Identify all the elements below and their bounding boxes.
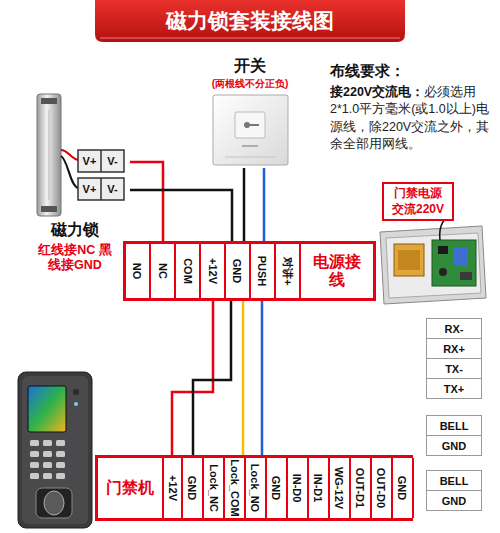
wire — [193, 298, 231, 458]
terminal-cell: OUT-D1 — [351, 458, 372, 518]
node-text: +12V — [207, 258, 219, 284]
node-text: GND — [442, 495, 466, 507]
terminal-cell: GND — [226, 244, 251, 298]
terminal-cell: NC — [151, 244, 176, 298]
node-text: BELL — [440, 475, 469, 487]
node-text: 电源接线 — [307, 244, 367, 298]
wire — [130, 162, 163, 244]
wire — [242, 298, 245, 458]
keypad-key — [56, 451, 65, 457]
node-text: NO — [132, 263, 144, 280]
pin-box: TX- — [426, 358, 482, 379]
pin-box: TX+ — [426, 378, 482, 399]
node-text: PUSH — [257, 256, 269, 287]
terminal-cell: IN-D1 — [309, 458, 330, 518]
keypad-key — [43, 473, 52, 479]
node-text: OUT-D1 — [355, 468, 367, 508]
keypad-key — [56, 462, 65, 468]
terminal-cell: OUT-D0 — [372, 458, 393, 518]
node-text: WG-12V — [334, 467, 346, 509]
terminal-label: V+ — [78, 178, 101, 200]
node-text: IN-D0 — [292, 474, 304, 503]
section-heading: 布线要求： — [330, 62, 405, 81]
terminal-cell: 对讲+ — [276, 244, 301, 298]
title: 磁力锁套装接线图 — [95, 0, 405, 42]
node-text: COM — [182, 258, 194, 284]
exit-switch-figure — [213, 95, 288, 165]
terminal-cell: Lock_NO — [246, 458, 267, 518]
keypad-key — [43, 462, 52, 468]
node-text: RX+ — [443, 343, 465, 355]
node-text: TX- — [445, 363, 463, 375]
terminal-cell: Lock_COM — [225, 458, 246, 518]
terminal-label: V- — [101, 150, 124, 172]
node-text: Lock_NO — [250, 464, 262, 512]
node-text: GND — [232, 259, 244, 283]
keypad-key — [43, 440, 52, 446]
node-text: Lock_NC — [208, 464, 220, 512]
node-text: RX- — [445, 323, 464, 335]
terminal-cell: GND — [393, 458, 414, 518]
node-text: 磁力锁 — [51, 220, 99, 241]
pin-box: RX+ — [426, 338, 482, 359]
keypad-key — [56, 473, 65, 479]
node-text: 门禁机 — [98, 458, 162, 518]
pin-box: GND — [426, 435, 482, 456]
terminal-label: V- — [101, 178, 124, 200]
keypad-key — [30, 451, 39, 457]
keypad-key — [56, 440, 65, 446]
pin-box: RX- — [426, 318, 482, 339]
switch-node: 开关(两根线不分正负) — [200, 56, 300, 168]
terminal-cell: PUSH — [251, 244, 276, 298]
node-text: GND — [187, 476, 199, 500]
power-supply-figure — [380, 214, 486, 304]
node-note: (两根线不分正负) — [212, 77, 289, 91]
terminal-cell: COM — [176, 244, 201, 298]
terminal-cell: WG-12V — [330, 458, 351, 518]
node-text: GND — [397, 476, 409, 500]
terminal-label: V+ — [78, 150, 101, 172]
node-text: GND — [271, 476, 283, 500]
wiring-requirements: 接220V交流电：必须选用2*1.0平方毫米(或1.0以上)电源线，除220V交… — [330, 84, 494, 153]
keypad-key — [43, 451, 52, 457]
wire — [243, 168, 246, 244]
pin-box: BELL — [426, 415, 482, 436]
wire — [263, 168, 266, 244]
access-controller-figure — [18, 372, 92, 528]
terminal-cell: IN-D0 — [288, 458, 309, 518]
wire — [130, 190, 232, 244]
terminal-cell: +12V — [162, 458, 183, 518]
node-text: 对讲+ — [280, 257, 295, 285]
node-note: 红线接NC 黑线接GND — [34, 243, 116, 274]
node-text: TX+ — [444, 383, 464, 395]
power-terminal-strip: 电源接线 NO NC COM +12V GND PUSH 对讲+ — [123, 241, 376, 301]
wire — [261, 298, 264, 458]
node-text: NC — [156, 263, 168, 279]
terminal-cell: Lock_NC — [204, 458, 225, 518]
terminal-cell: GND — [183, 458, 204, 518]
node-text: BELL — [440, 420, 469, 432]
keypad-key — [30, 462, 39, 468]
magnetic-lock-figure — [37, 94, 124, 216]
keypad-key — [30, 473, 39, 479]
terminal-cell: +12V — [201, 244, 226, 298]
lock-node: 磁力锁红线接NC 黑线接GND — [20, 88, 130, 274]
pin-box: GND — [426, 490, 482, 511]
title-banner — [95, 0, 405, 42]
requirement-lead: 接220V交流电： — [330, 85, 424, 99]
node-text: 门禁电源 交流220V — [388, 186, 448, 217]
node-text: Lock_COM — [229, 459, 241, 516]
controller-terminal-strip: 门禁机 +12V GND Lock_NC Lock_COM Lock_NO GND IN-D0… — [95, 455, 413, 521]
node-text: 开关 — [234, 56, 266, 77]
pin-box: BELL — [426, 470, 482, 491]
node-text: GND — [442, 440, 466, 452]
node-text: IN-D1 — [313, 474, 325, 503]
node-text: OUT-D0 — [376, 468, 388, 508]
node-text: +12V — [167, 475, 179, 501]
terminal-cell: GND — [267, 458, 288, 518]
keypad-key — [30, 440, 39, 446]
terminal-cell: NO — [126, 244, 151, 298]
power-label-box: 门禁电源 交流220V — [382, 182, 454, 221]
